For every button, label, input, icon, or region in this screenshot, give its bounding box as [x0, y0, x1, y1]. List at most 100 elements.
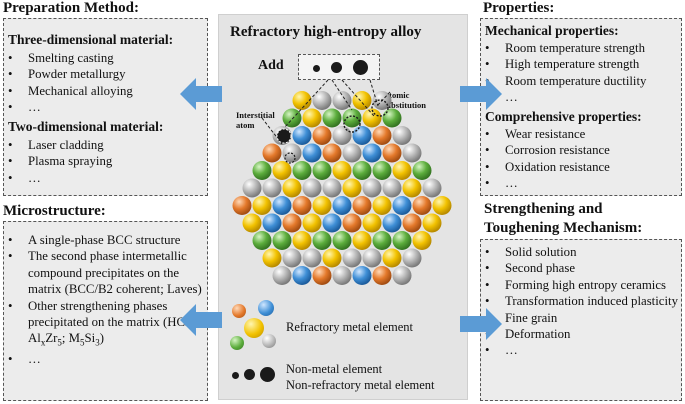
green-atom — [272, 231, 292, 250]
blue-atom — [352, 266, 372, 285]
yellow-atom — [312, 196, 332, 215]
blue-atom — [382, 213, 402, 233]
grey-atom — [392, 126, 412, 145]
properties-heading: Properties: — [483, 0, 555, 16]
grey-atom — [342, 143, 362, 163]
orange-atom — [352, 196, 372, 215]
orange-atom — [232, 196, 252, 215]
add-label: Add — [258, 58, 284, 73]
list-item: Second phase — [483, 260, 679, 277]
microstructure-heading: Microstructure: — [3, 203, 106, 219]
yellow-atom — [302, 108, 322, 128]
blue-atom — [352, 126, 372, 145]
yellow-atom — [362, 108, 382, 128]
atom-cluster — [232, 80, 452, 285]
legend-nonrefractory-label: Non-refractory metal element — [286, 378, 435, 392]
list-item: Solid solution — [483, 244, 679, 261]
subscript: 3 — [95, 337, 100, 348]
green-atom — [372, 161, 392, 180]
substitution-marker — [343, 115, 361, 133]
list-item: Other strengthening phases precipitated … — [6, 298, 204, 352]
green-atom — [372, 231, 392, 250]
green-atom — [282, 108, 302, 128]
yellow-atom — [372, 196, 392, 215]
phase-text: ) — [99, 331, 104, 346]
list-item: Forming high entropy ceramics — [483, 277, 679, 294]
phase-text: Zr — [45, 331, 58, 346]
strengthening-list: Solid solution Second phase Forming high… — [483, 244, 679, 359]
leader-line — [331, 80, 353, 111]
list-item: The second phase intermetallic compound … — [6, 248, 204, 297]
leader-line — [341, 80, 375, 117]
substitution-label: Atomic substitution — [383, 90, 426, 110]
grey-atom — [302, 248, 322, 268]
green-atom — [342, 108, 362, 128]
substitution-marker — [371, 99, 389, 117]
yellow-atom — [382, 248, 402, 268]
orange-atom — [382, 143, 402, 163]
leader-line — [283, 80, 329, 129]
grey-atom — [332, 91, 352, 110]
grey-atom — [282, 248, 302, 268]
grey-atom — [382, 178, 402, 198]
list-item: Corrosion resistance — [483, 142, 681, 159]
green-atom — [292, 161, 312, 180]
orange-atom — [292, 196, 312, 215]
phase-text: Other strengthening phases precipitated … — [28, 298, 196, 346]
list-item: Room temperature ductility — [483, 73, 681, 90]
orange-atom — [402, 213, 422, 233]
list-item: Fine grain — [483, 310, 679, 327]
properties-box: Mechanical properties: Room temperature … — [480, 18, 682, 196]
yellow-atom — [322, 248, 342, 268]
yellow-atom — [262, 248, 282, 268]
blue-atom — [272, 196, 292, 215]
list-item: Plasma spraying — [6, 153, 206, 170]
two-dim-list: Laser cladding Plasma spraying … — [6, 137, 206, 187]
interstitial-atom-marker — [276, 128, 292, 144]
yellow-atom — [252, 196, 272, 215]
small-black-atom — [313, 65, 320, 72]
legend-refractory-balls — [228, 298, 283, 358]
list-item: Deformation — [483, 326, 679, 343]
legend-nonmetal-label: Non-metal element — [286, 362, 383, 376]
yellow-atom — [302, 213, 322, 233]
list-item: High temperature strength — [483, 56, 681, 73]
three-dim-title: Three-dimensional material: — [8, 32, 174, 47]
mechanical-list: Room temperature strength High temperatu… — [483, 40, 681, 106]
subscript: 5 — [57, 337, 62, 348]
subscript: x — [40, 337, 46, 348]
two-dim-title: Two-dimensional material: — [8, 119, 164, 134]
orange-atom — [312, 126, 332, 145]
interstitial-atom-marker — [284, 152, 296, 164]
yellow-atom — [362, 213, 382, 233]
green-atom — [252, 161, 272, 180]
blue-atom — [322, 213, 342, 233]
arrow-to-microstructure-icon — [180, 304, 222, 336]
list-item: Laser cladding — [6, 137, 206, 154]
green-atom — [332, 231, 352, 250]
list-item: … — [483, 89, 681, 106]
yellow-atom — [292, 231, 312, 250]
list-item: Transformation induced plasticity — [483, 293, 679, 310]
blue-atom — [362, 143, 382, 163]
list-item: Oxidation resistance — [483, 159, 681, 176]
grey-atom — [262, 178, 282, 198]
grey-atom — [262, 334, 276, 348]
orange-atom — [372, 126, 392, 145]
green-atom — [312, 231, 332, 250]
list-item: Mechanical alloying — [6, 83, 206, 100]
green-atom — [352, 161, 372, 180]
yellow-atom — [292, 91, 312, 110]
arrow-to-preparation-icon — [180, 78, 222, 110]
microstructure-list: A single-phase BCC structure The second … — [6, 232, 204, 368]
yellow-atom — [244, 318, 264, 338]
green-atom — [322, 108, 342, 128]
list-item: … — [6, 351, 204, 368]
strengthening-heading-line1: Strengthening and — [484, 201, 603, 217]
arrow-to-properties-icon — [460, 78, 502, 110]
grey-atom — [272, 266, 292, 285]
blue-atom — [292, 266, 312, 285]
medium-black-atom — [244, 369, 255, 380]
yellow-atom — [352, 231, 372, 250]
leader-line — [369, 80, 379, 107]
